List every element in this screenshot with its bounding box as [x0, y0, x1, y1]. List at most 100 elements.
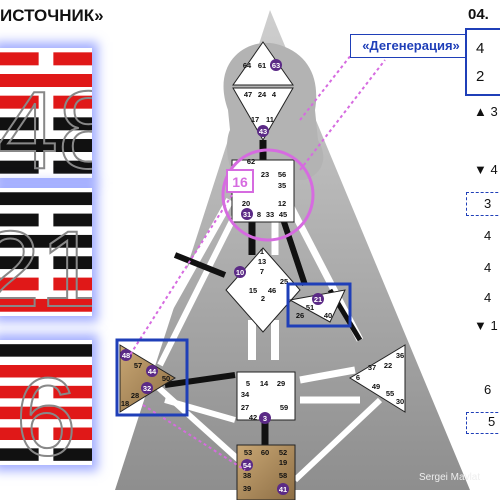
hexagram-line-broken [0, 448, 39, 461]
gate-label: 39 [243, 484, 251, 493]
gate-label: 59 [280, 403, 288, 412]
gate-label: 33 [266, 210, 274, 219]
page-title: ИСТОЧНИК» [0, 6, 104, 25]
gate-label: 46 [268, 286, 276, 295]
gate-label: 57 [134, 361, 142, 370]
gate-highlight-icon [241, 208, 253, 220]
panel-value: 2 [476, 68, 485, 85]
gate-label: 23 [261, 170, 269, 179]
gate-label: 56 [278, 170, 286, 179]
gate-highlight-icon [234, 266, 246, 278]
hexagram-line-broken [0, 427, 39, 440]
hexagram-line-broken [53, 52, 92, 66]
hexagram-number: 6 [15, 356, 76, 465]
gate-label: 44 [148, 367, 157, 376]
gate-label: 21 [314, 295, 322, 304]
sacral-center [236, 371, 296, 421]
gate-label: 7 [260, 267, 264, 276]
gate-label: 11 [266, 115, 274, 124]
hexagram-line-broken [0, 277, 39, 291]
gate-label: 13 [258, 257, 266, 266]
hexagram-line-broken [0, 52, 39, 66]
gate-label: 40 [324, 311, 332, 320]
gate-highlight-icon [259, 412, 271, 424]
gate-label: 35 [278, 181, 286, 190]
hexagram-card-6: 6 [0, 340, 92, 465]
spleen-highlight-box [115, 338, 189, 417]
hexagram-line-solid [0, 234, 92, 248]
gate-label: 32 [143, 384, 151, 393]
hexagram-line-broken [0, 117, 39, 131]
degeneration-label: «Дегенерация» [350, 34, 472, 58]
panel-row: ▼ 1 [474, 318, 498, 333]
gate-label: 48 [122, 351, 130, 360]
gate-label: 36 [396, 351, 404, 360]
hexagram-48-icon: 48 [0, 52, 92, 178]
panel-row: ▼ 4 [474, 162, 498, 177]
hexagram-line-broken [53, 160, 92, 174]
gate-label: 53 [244, 448, 252, 457]
hexagram-line-solid [0, 139, 92, 152]
panel-row: ▲ 3 [474, 104, 498, 119]
gate-label: 41 [279, 485, 287, 494]
ajna-center [232, 87, 294, 142]
gate-label: 63 [272, 61, 280, 70]
gate-highlight-icon [277, 483, 289, 495]
gate-label: 12 [278, 199, 286, 208]
gate-label: 43 [259, 127, 267, 136]
gate-label: 22 [384, 361, 392, 370]
gate-label: 17 [251, 115, 259, 124]
gate-label: 54 [243, 461, 252, 470]
gate-label: 20 [242, 199, 250, 208]
gate-label: 58 [279, 471, 287, 480]
hexagram-line-broken [0, 160, 39, 174]
gate-label: 25 [280, 277, 288, 286]
panel-date: 04. [468, 6, 489, 23]
gate-label: 42 [249, 413, 257, 422]
gate-label: 47 [244, 90, 252, 99]
gate-label: 34 [241, 390, 250, 399]
gate-label: 26 [296, 311, 304, 320]
panel-row: 4 [484, 228, 492, 243]
gate-label: 27 [241, 403, 249, 412]
hexagram-card-48: 48 [0, 48, 92, 178]
gate-label: 31 [243, 210, 251, 219]
gate-label: 2 [261, 294, 265, 303]
hexagram-line-solid [0, 344, 92, 357]
gate-label: 1 [260, 247, 264, 256]
panel-row: 6 [484, 382, 492, 397]
channels [136, 92, 383, 483]
ego-highlight-box [286, 282, 352, 328]
hexagram-number: 21 [0, 208, 92, 316]
bodygraph: 64 61 63 47 24 4 17 11 43 62 23 56 35 20… [115, 10, 470, 500]
hexagram-6-icon: 6 [0, 344, 92, 465]
hexagram-line-broken [53, 95, 92, 109]
hexagram-line-solid [0, 192, 92, 206]
gate-highlight-icon [241, 459, 253, 471]
gate-label: 37 [368, 363, 376, 372]
hexagram-card-21: 21 [0, 188, 92, 316]
hexagram-line-solid [0, 406, 92, 420]
gate-label: 28 [131, 391, 139, 400]
gate-label: 62 [247, 157, 255, 166]
hexagram-line-broken [53, 448, 92, 461]
hexagram-number: 48 [0, 69, 92, 178]
gate-label: 19 [279, 458, 287, 467]
gate-label: 4 [272, 90, 277, 99]
hexagram-line-broken [53, 117, 92, 131]
gate-highlight-icon [120, 349, 132, 361]
hexagram-line-broken [0, 385, 39, 399]
panel-dashed-box [466, 192, 500, 216]
gate-highlight-icon [146, 365, 158, 377]
hexagram-line-broken [53, 213, 92, 227]
hexagram-lines [0, 192, 92, 312]
panel-row: 3 [484, 196, 492, 211]
panel-top-box: 4 2 [465, 28, 500, 96]
hexagram-line-broken [53, 256, 92, 270]
gate-label: 15 [249, 286, 257, 295]
gate-highlight-icon [312, 293, 324, 305]
gate-highlight-icon [270, 59, 282, 71]
gate-label: 61 [258, 61, 266, 70]
gate-label: 51 [306, 303, 314, 312]
gate-label: 49 [372, 382, 380, 391]
